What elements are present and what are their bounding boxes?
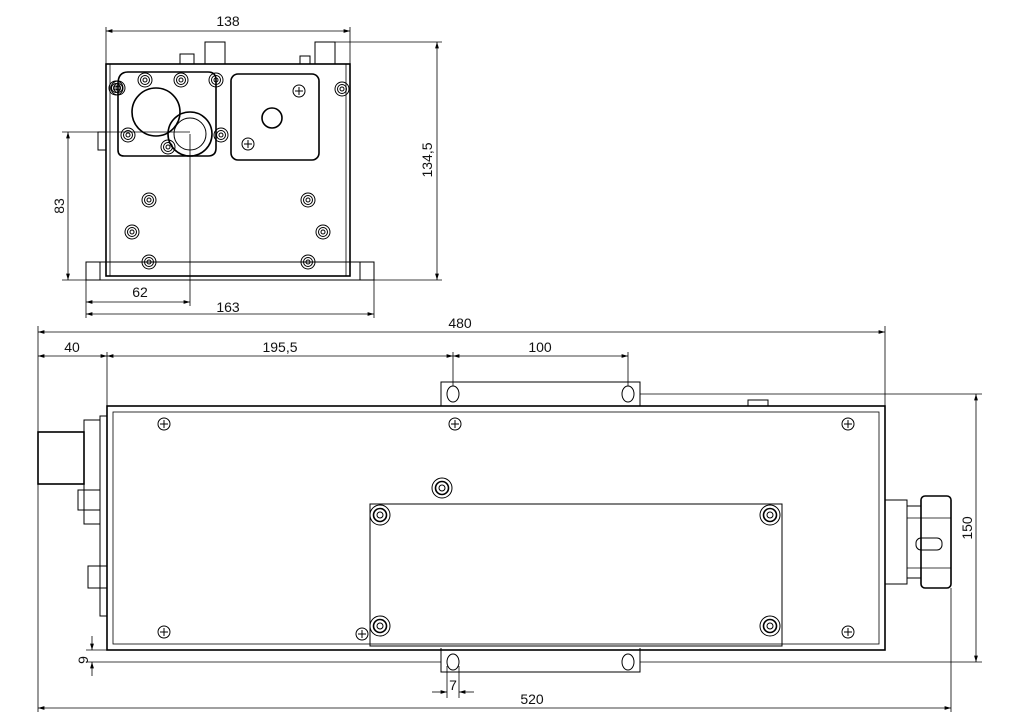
end-view-right-plate: [230, 73, 320, 161]
dim-195-5: 195,5: [262, 339, 297, 355]
dim-7: 7: [449, 677, 457, 693]
side-view-left-connector: [37, 431, 85, 485]
side-view-housing: [106, 405, 886, 651]
side-view: 480 40 195,5 100 150 9 7 520: [37, 315, 982, 712]
dim-134-5: 134,5: [419, 142, 435, 177]
dim-83: 83: [51, 198, 67, 214]
dim-163: 163: [216, 299, 240, 315]
dim-100: 100: [528, 339, 552, 355]
side-view-cover-plate: [369, 503, 783, 647]
dim-150: 150: [959, 516, 975, 540]
end-view-base-flange: [85, 261, 375, 281]
end-view-large-port: [131, 87, 181, 137]
dim-138: 138: [216, 13, 240, 29]
dim-480: 480: [448, 315, 472, 331]
dim-40: 40: [64, 339, 80, 355]
dim-62: 62: [132, 284, 148, 300]
dim-9: 9: [75, 656, 91, 664]
end-view-body: [105, 63, 351, 277]
end-view: 138 134,5 83 62 163: [51, 13, 442, 318]
side-view-right-connector: [884, 499, 908, 585]
dim-520: 520: [520, 691, 544, 707]
